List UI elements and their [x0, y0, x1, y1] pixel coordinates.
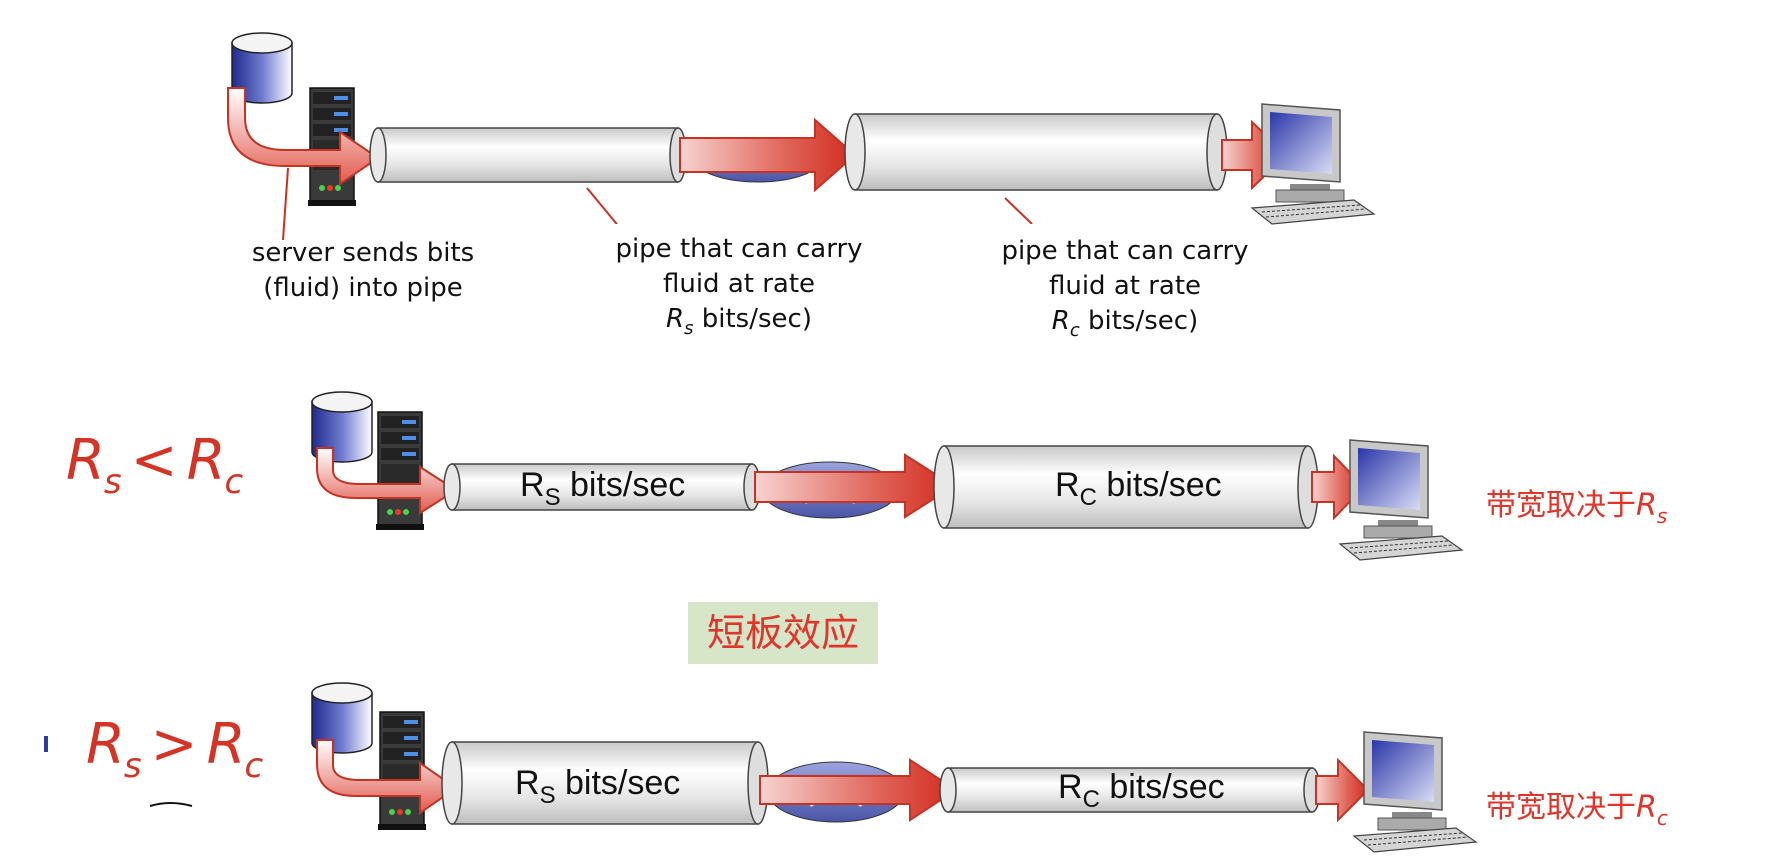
pipe-rs-label: RS bits/sec	[520, 466, 686, 511]
scenario2-note: 带宽取决于Rc	[1486, 790, 1668, 830]
top-diagram	[227, 32, 1375, 241]
flow-arrow-1	[679, 117, 857, 193]
scenario2-condition: Rs>Rc	[86, 712, 263, 786]
scenario1-condition: Rs<Rc	[66, 428, 243, 502]
scenario1-diagram	[311, 391, 1463, 561]
callout-line-pipe-c	[1004, 197, 1033, 225]
pipe-rc	[844, 113, 1228, 191]
server-icon	[377, 711, 427, 831]
scenario2-diagram	[311, 682, 1477, 853]
artifact-mark	[44, 736, 48, 752]
server-flow-arrow	[316, 447, 458, 515]
flow-arrow-2	[1315, 757, 1370, 823]
pipe-rc-label: RC bits/sec	[1055, 466, 1222, 511]
pipe-rs	[441, 741, 769, 825]
pipe-rs-label: RS bits/sec	[515, 764, 681, 809]
flow-arrow-1	[754, 453, 956, 519]
server-flow-arrow	[227, 87, 380, 186]
flow-arrow-2	[1311, 453, 1366, 521]
server-icon	[375, 411, 425, 531]
bottleneck-effect-badge: 短板效应	[688, 602, 878, 664]
pipe-rc	[933, 445, 1319, 529]
pipe-rs	[443, 463, 761, 511]
pipe-c-label: pipe that can carry fluid at rate Rc bit…	[1001, 236, 1249, 341]
computer-icon	[1353, 731, 1477, 853]
callout-line-server	[282, 167, 289, 241]
pipe-rc-label: RC bits/sec	[1058, 768, 1225, 813]
computer-icon	[1339, 439, 1463, 561]
pipe-rs	[369, 127, 687, 183]
artifact-arc	[149, 802, 193, 807]
server-label: server sends bits (fluid) into pipe	[251, 238, 475, 303]
pipe-rc	[939, 767, 1321, 813]
pipe-s-label: pipe that can carry fluid at rate Rs bit…	[615, 234, 863, 339]
server-flow-arrow	[316, 739, 458, 815]
computer-icon	[1251, 103, 1375, 225]
callout-line-pipe-s	[586, 187, 621, 229]
scenario1-note: 带宽取决于Rs	[1486, 488, 1668, 528]
flow-arrow-1	[759, 758, 958, 822]
